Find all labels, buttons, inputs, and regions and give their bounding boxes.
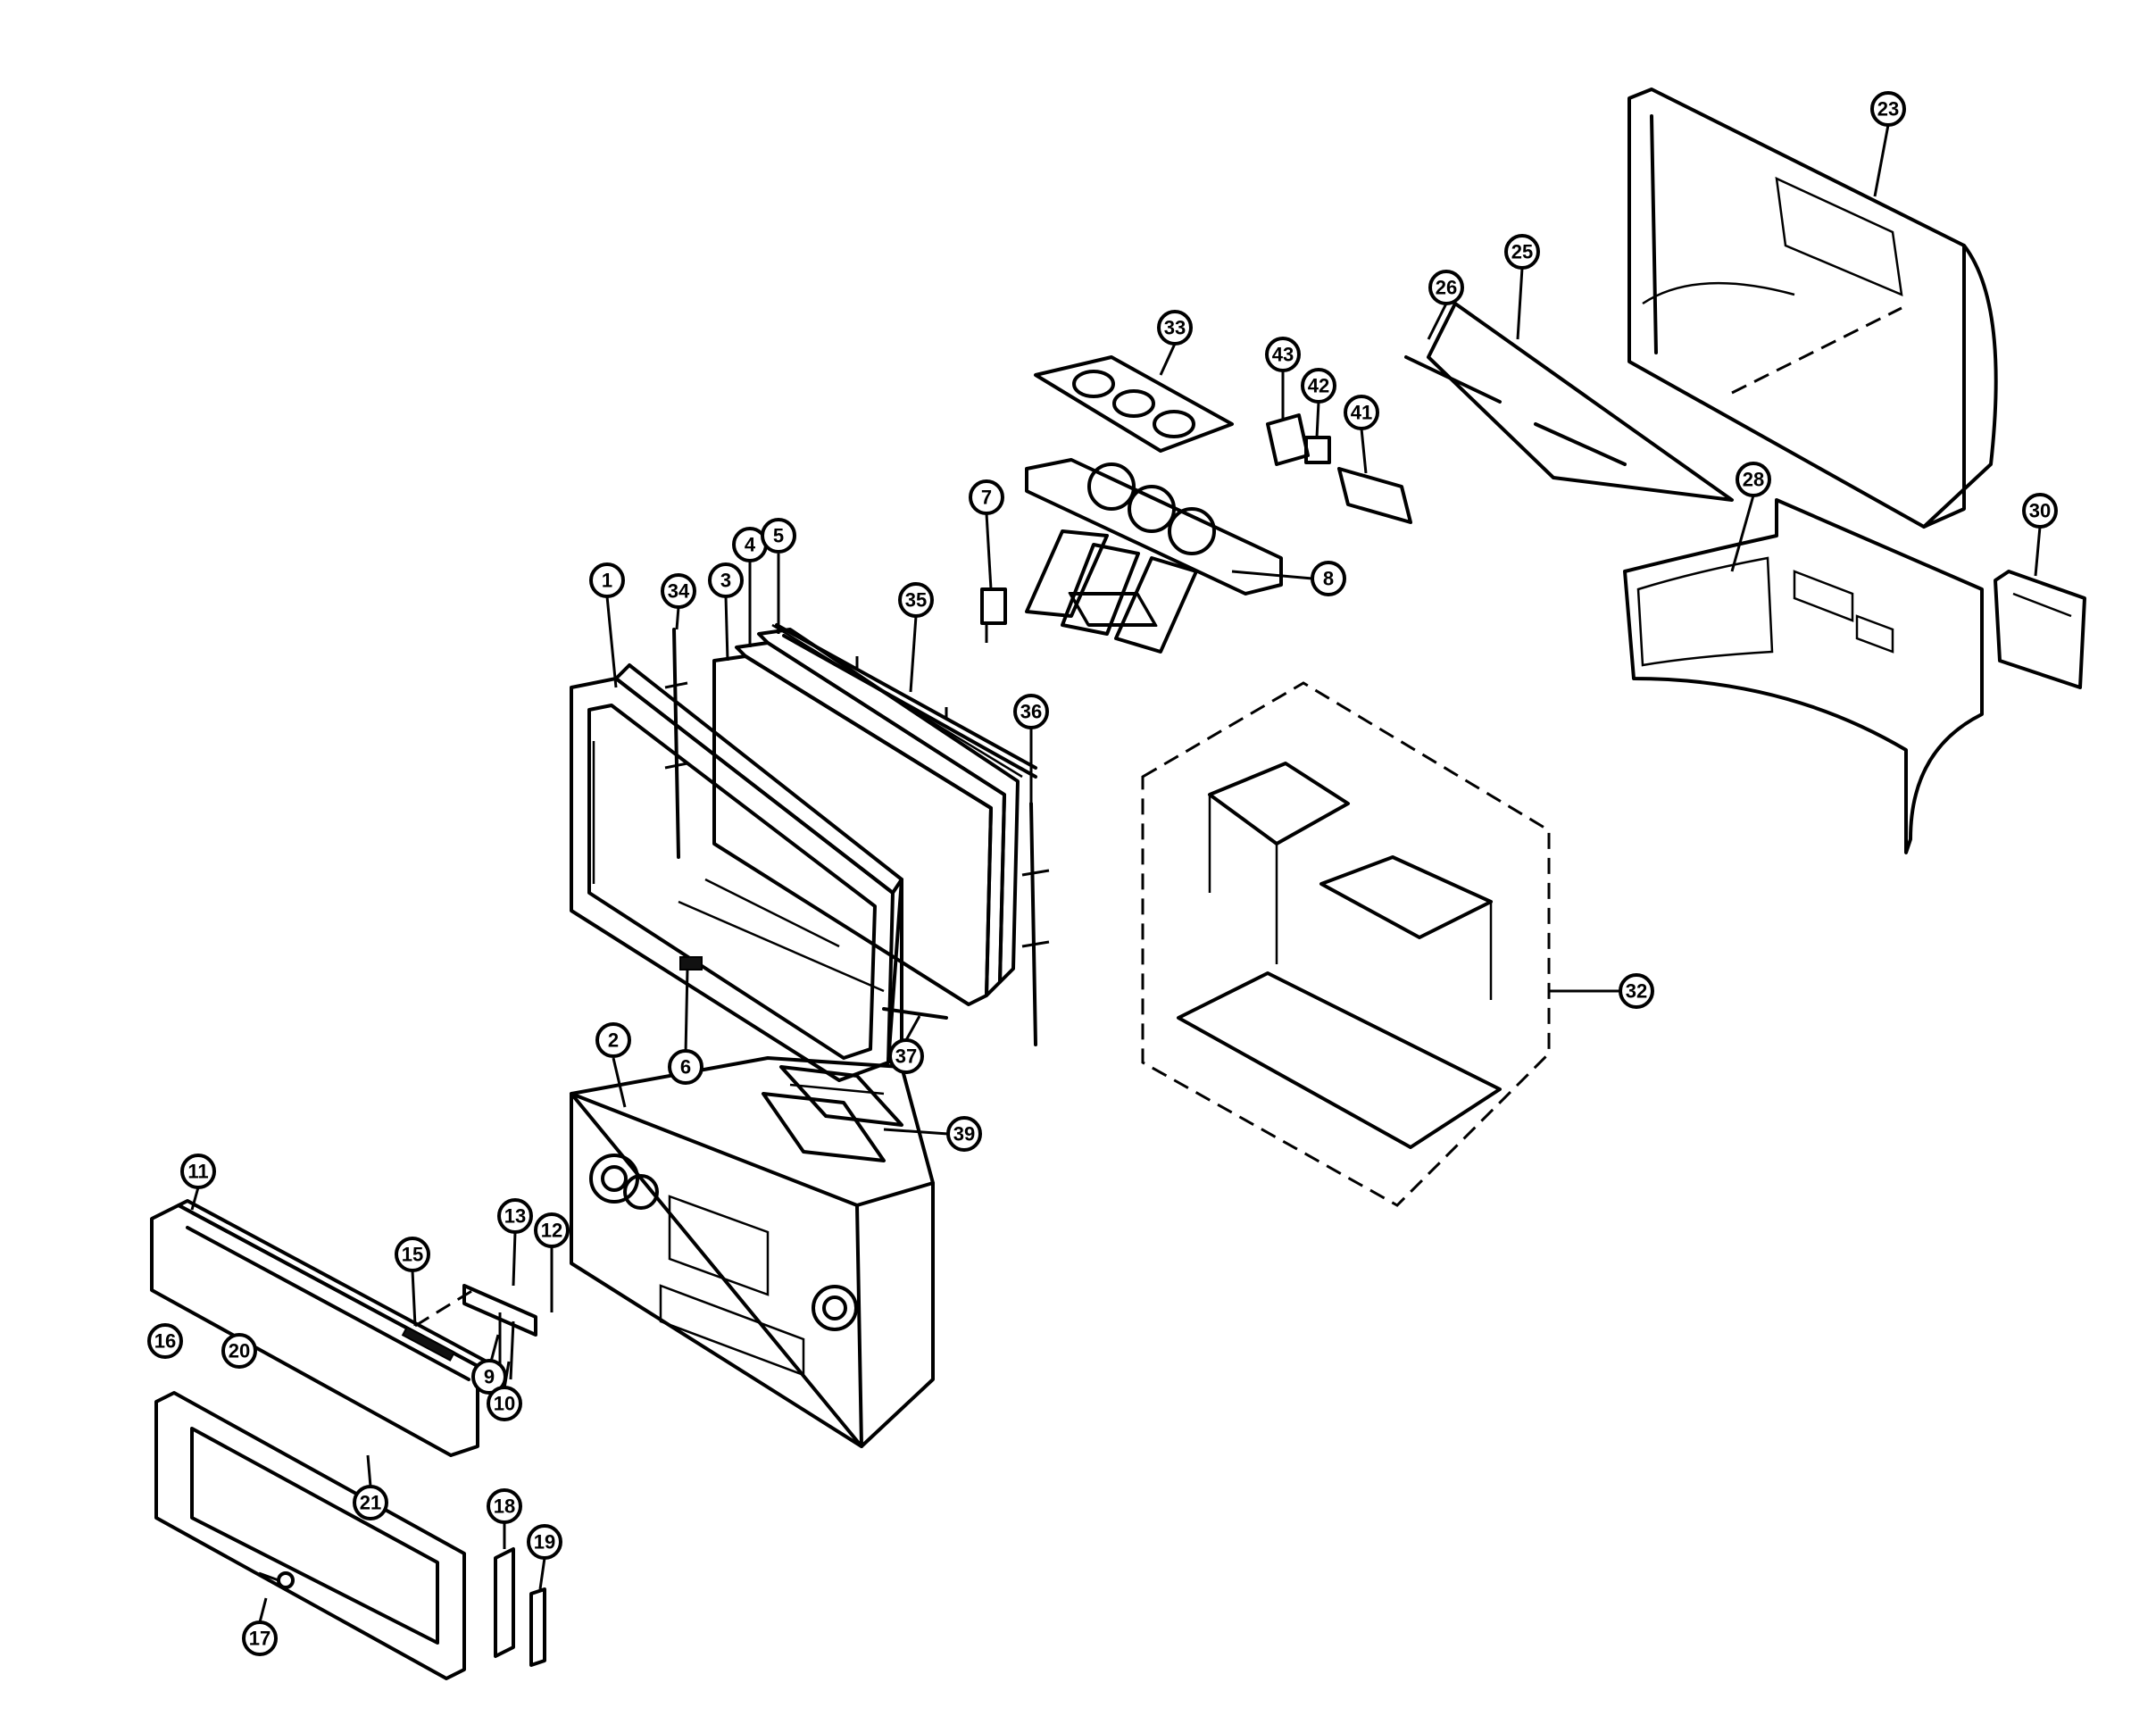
svg-text:12: 12: [541, 1220, 562, 1242]
callout-30: 30: [2022, 493, 2058, 529]
callout-12: 12: [534, 1212, 570, 1248]
svg-text:28: 28: [1743, 469, 1764, 491]
svg-text:21: 21: [360, 1492, 381, 1514]
callout-34: 34: [661, 573, 696, 609]
bracket-39: [762, 1065, 903, 1162]
callout-16: 16: [147, 1323, 183, 1359]
callout-23: 23: [1870, 91, 1906, 127]
svg-text:23: 23: [1877, 98, 1899, 121]
front-speaker-panel: [150, 1199, 488, 1457]
callout-36: 36: [1013, 694, 1049, 729]
callout-43: 43: [1265, 337, 1301, 372]
svg-text:13: 13: [504, 1205, 526, 1228]
svg-text:33: 33: [1164, 317, 1186, 339]
svg-text:17: 17: [249, 1628, 271, 1650]
callout-15: 15: [395, 1237, 430, 1272]
callout-37: 37: [888, 1038, 924, 1074]
svg-text:36: 36: [1020, 701, 1042, 723]
front-bezel-frame: [570, 663, 903, 1082]
svg-text:34: 34: [668, 580, 690, 603]
callout-42: 42: [1301, 368, 1336, 404]
svg-text:37: 37: [895, 1045, 917, 1068]
svg-text:20: 20: [229, 1340, 250, 1362]
cabinet-base: [570, 1056, 935, 1448]
callout-39: 39: [946, 1116, 982, 1152]
callout-18: 18: [487, 1488, 522, 1524]
callout-35: 35: [898, 582, 934, 618]
svg-text:39: 39: [953, 1123, 975, 1145]
svg-text:10: 10: [494, 1393, 515, 1415]
svg-text:2: 2: [608, 1029, 619, 1052]
chassis-assembly: [1141, 681, 1551, 1207]
callout-17: 17: [242, 1620, 278, 1656]
svg-text:26: 26: [1436, 277, 1457, 299]
callout-4: 4: [732, 527, 768, 562]
svg-text:32: 32: [1626, 980, 1647, 1003]
back-panel: [1623, 498, 1984, 854]
crt-engine-assembly: [1025, 458, 1283, 654]
svg-text:18: 18: [494, 1495, 515, 1518]
svg-text:43: 43: [1272, 344, 1294, 366]
small-boards: [1266, 413, 1412, 524]
side-brackets: [494, 1547, 546, 1667]
callout-25: 25: [1504, 234, 1540, 270]
svg-text:4: 4: [745, 534, 756, 556]
callout-1: 1: [589, 562, 625, 598]
svg-text:5: 5: [773, 525, 784, 547]
callout-9: 9: [471, 1359, 507, 1395]
callout-19: 19: [527, 1524, 562, 1560]
svg-text:15: 15: [402, 1244, 423, 1266]
svg-text:7: 7: [981, 487, 992, 509]
callout-3: 3: [708, 562, 744, 598]
board-30: [1994, 570, 2086, 689]
control-bracket: [414, 1284, 554, 1380]
callout-6: 6: [668, 1049, 703, 1085]
top-plate-33: [1034, 355, 1234, 453]
svg-text:42: 42: [1308, 375, 1329, 397]
callout-21: 21: [353, 1485, 388, 1520]
callout-2: 2: [595, 1022, 631, 1058]
callout-10: 10: [487, 1386, 522, 1421]
svg-text:9: 9: [484, 1366, 495, 1388]
part-7: [980, 587, 1007, 643]
svg-text:8: 8: [1323, 568, 1334, 590]
svg-text:11: 11: [187, 1161, 208, 1183]
callout-13: 13: [497, 1198, 533, 1234]
svg-text:3: 3: [720, 570, 731, 592]
callout-41: 41: [1344, 395, 1379, 430]
mirror-assembly: [1404, 302, 1902, 502]
callout-11: 11: [180, 1154, 216, 1189]
svg-text:41: 41: [1351, 402, 1372, 424]
svg-text:1: 1: [602, 570, 612, 592]
svg-text:19: 19: [534, 1531, 555, 1554]
callout-8: 8: [1311, 561, 1346, 596]
svg-text:6: 6: [680, 1056, 691, 1079]
svg-text:30: 30: [2029, 500, 2051, 522]
lower-front-cover: [154, 1391, 466, 1680]
callout-32: 32: [1619, 973, 1654, 1009]
callout-5: 5: [761, 518, 796, 554]
rear-cover: [1627, 87, 1998, 529]
callout-7: 7: [969, 479, 1004, 515]
callout-labels: 1 2 3 4 5 6 7 8 9 10 11 12 13 15 16 17 1…: [147, 91, 2058, 1656]
callout-26: 26: [1428, 270, 1464, 305]
screen-rails: [664, 623, 1050, 1046]
svg-text:25: 25: [1511, 241, 1533, 263]
callout-33: 33: [1157, 310, 1193, 346]
callout-20: 20: [221, 1333, 257, 1369]
svg-text:16: 16: [154, 1330, 176, 1353]
svg-text:35: 35: [905, 589, 927, 612]
callout-28: 28: [1736, 462, 1771, 497]
